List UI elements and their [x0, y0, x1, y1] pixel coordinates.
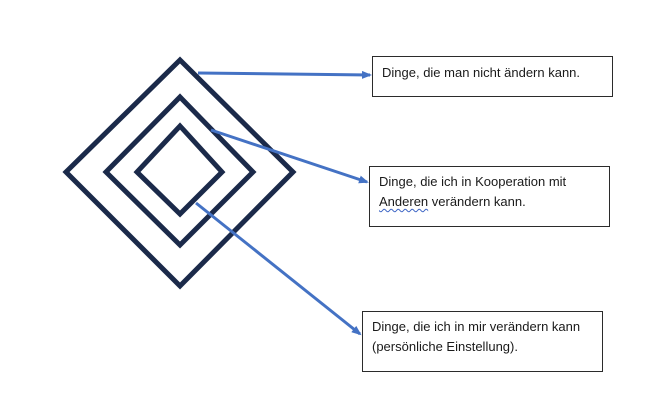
label-middle-line2: Anderen verändern kann. [379, 192, 600, 212]
arrow-outer [197, 70, 372, 79]
label-middle-line2-rest: verändern kann. [428, 194, 526, 209]
label-outer-text: Dinge, die man nicht ändern kann. [382, 65, 581, 80]
label-inner-line2: (persönliche Einstellung). [372, 339, 518, 354]
label-box-inner: Dinge, die ich in mir verändern kann (pe… [362, 311, 603, 372]
spellcheck-underlined-word: Anderen [379, 194, 429, 209]
inner-diamond [133, 122, 226, 218]
outer-diamond [62, 56, 297, 290]
arrow-inner [195, 201, 362, 336]
label-box-outer: Dinge, die man nicht ändern kann. [372, 56, 613, 97]
label-middle-line1: Dinge, die ich in Kooperation mit [379, 174, 567, 189]
label-box-middle: Dinge, die ich in Kooperation mit Andere… [369, 166, 610, 227]
label-inner-line1: Dinge, die ich in mir verändern kann [372, 319, 581, 334]
middle-diamond [102, 93, 257, 249]
arrow-middle [210, 128, 369, 184]
